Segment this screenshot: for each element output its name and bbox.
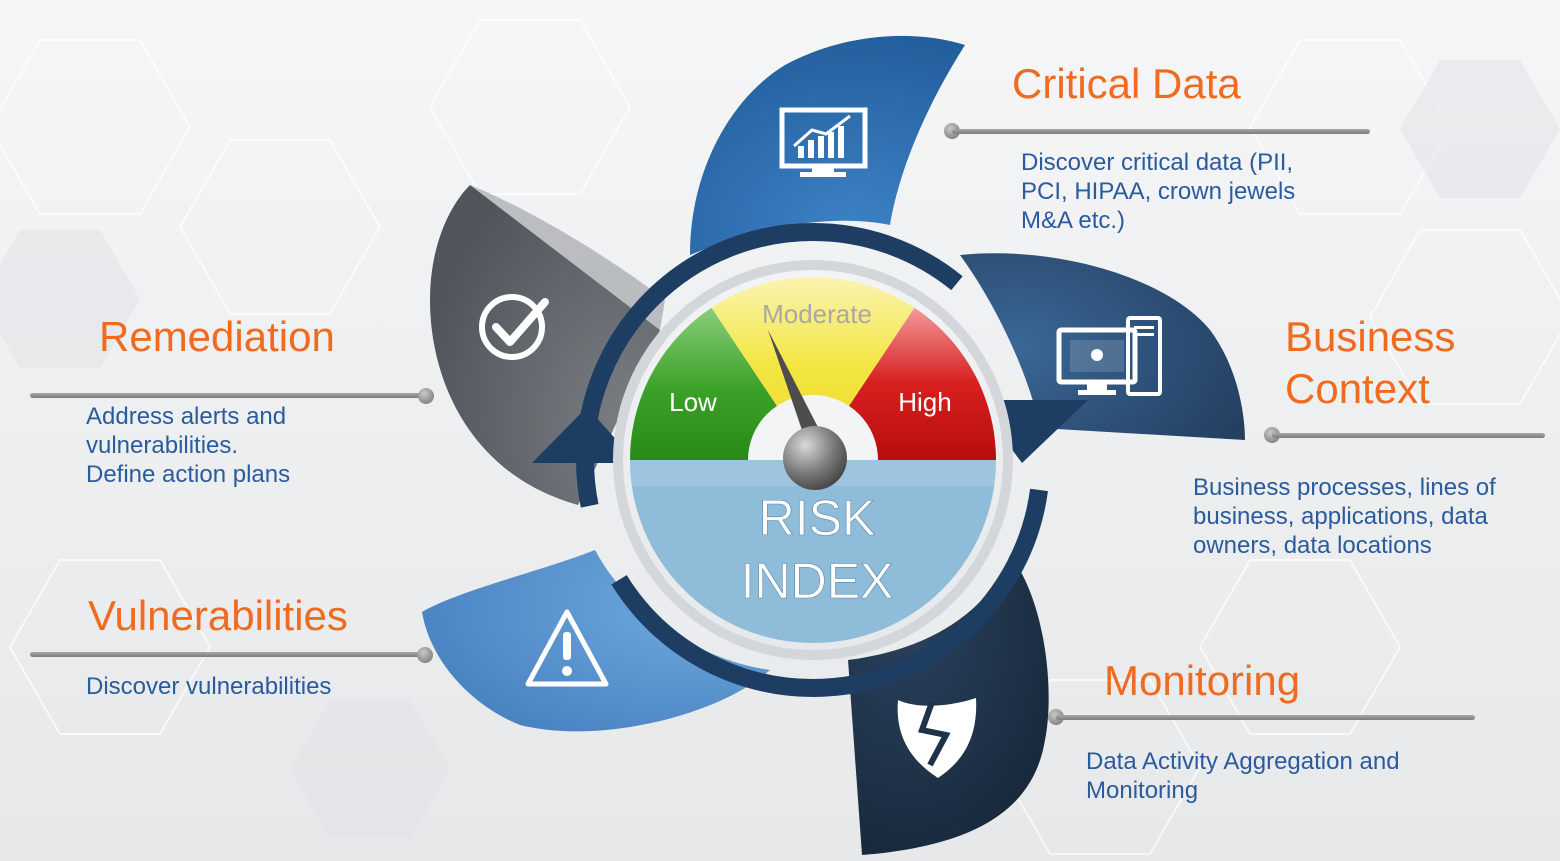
- broken-shield-icon: [897, 698, 977, 778]
- risk-index-title-line2: INDEX: [741, 553, 894, 609]
- remediation-connector-knob: [418, 388, 434, 404]
- checkmark-circle-icon: [479, 294, 549, 360]
- cycle-arrow-left: [532, 407, 637, 463]
- monitoring-connector-line: [1056, 715, 1475, 720]
- gauge-moderate-zone: [709, 277, 917, 460]
- business-context-connector-line: [1272, 433, 1545, 438]
- warning-triangle-icon: [525, 609, 609, 687]
- gauge-moderate-label: Moderate: [762, 299, 872, 329]
- vulnerabilities-description: Discover vulnerabilities: [86, 673, 332, 700]
- segment-vulnerabilities: [422, 550, 770, 732]
- vulnerabilities-title: Vulnerabilities: [88, 592, 348, 639]
- segment-critical-data: [690, 35, 965, 255]
- gauge-needle: [768, 330, 823, 442]
- remediation-title: Remediation: [99, 313, 335, 360]
- remediation-description: Address alerts and vulnerabilities. Defi…: [86, 403, 291, 488]
- gauge-low-label: Low: [669, 387, 717, 417]
- monitoring-title: Monitoring: [1104, 657, 1301, 704]
- business-context-description: Business processes, lines of business, a…: [1193, 474, 1496, 559]
- vulnerabilities-connector-knob: [417, 647, 433, 663]
- segment-business-context: [960, 253, 1245, 440]
- monitoring-description: Data Activity Aggregation and Monitoring: [1086, 748, 1400, 804]
- vulnerabilities-connector-line: [30, 652, 428, 657]
- critical-data-connector-line: [952, 129, 1370, 134]
- risk-index-title-line1: RISK: [759, 490, 876, 546]
- business-context-title: Business Context: [1285, 313, 1456, 412]
- gauge-pivot: [783, 426, 847, 490]
- gauge-high-label: High: [898, 387, 951, 417]
- critical-data-description: Discover critical data (PII, PCI, HIPAA,…: [1021, 149, 1296, 234]
- desktop-computer-icon: [1056, 316, 1162, 396]
- remediation-connector-line: [30, 393, 428, 398]
- monitor-chart-icon: [779, 107, 868, 177]
- critical-data-title: Critical Data: [1012, 60, 1241, 107]
